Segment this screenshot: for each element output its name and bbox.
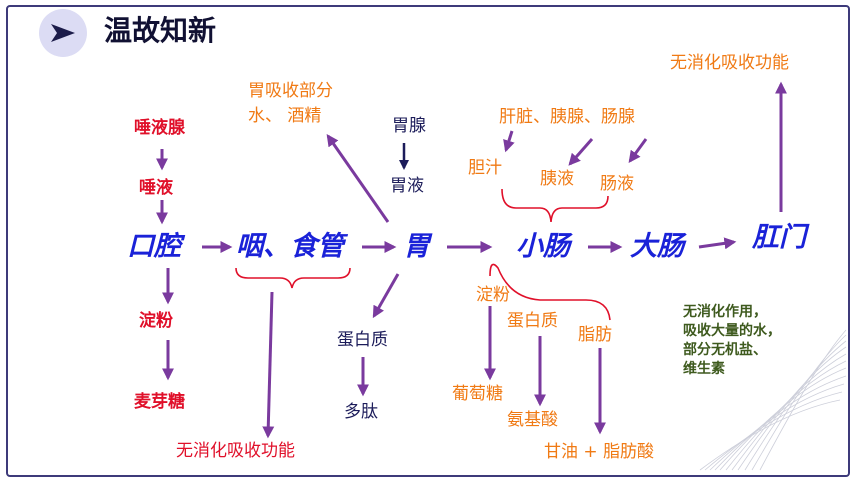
label-polypeptide: 多肽	[344, 402, 378, 422]
play-arrow-icon	[51, 24, 75, 42]
organ-pharynx-esophagus: 咽、食管	[236, 231, 344, 262]
large-intestine-note-line3: 部分无机盐、	[683, 341, 767, 358]
page-title: 温故知新	[104, 14, 217, 47]
large-intestine-note: 无消化作用， 吸收大量的水， 部分无机盐、 维生素	[683, 303, 781, 379]
organ-stomach: 胃	[403, 231, 430, 262]
label-glycerol-fatty-acid: 甘油 + 脂肪酸	[544, 444, 654, 461]
label-protein-stomach: 蛋白质	[337, 330, 388, 350]
label-gastric-gland: 胃腺	[392, 116, 426, 136]
label-salivary-gland: 唾液腺	[134, 118, 185, 138]
stomach-absorb-line1: 胃吸收部分	[248, 81, 333, 101]
arrow-stomach-to-protein	[372, 273, 400, 319]
slide-frame	[6, 5, 850, 477]
arrow-pancreas-to-juice	[568, 138, 594, 166]
large-intestine-note-line1: 无消化作用，	[683, 304, 767, 320]
label-plus: +	[583, 442, 598, 462]
label-intestinal-juice: 肠液	[600, 174, 634, 194]
label-pancreatic-juice: 胰液	[540, 169, 574, 189]
organ-mouth: 口腔	[127, 231, 181, 262]
label-fat: 脂肪	[578, 325, 612, 345]
label-starch-mouth: 淀粉	[139, 311, 173, 331]
large-intestine-note-line4: 维生素	[683, 360, 725, 377]
brace-digestive-juices	[501, 188, 609, 223]
label-fatty-acid: 脂肪酸	[603, 442, 655, 462]
label-bile: 胆汁	[468, 158, 502, 178]
label-amino-acid: 氨基酸	[507, 410, 558, 430]
arrow-large-intestine-to-anus	[698, 237, 737, 250]
label-saliva: 唾液	[139, 178, 173, 198]
label-liver-pancreas-glands: 肝脏、胰腺、肠腺	[499, 107, 635, 127]
anus-note: 无消化吸收功能	[670, 53, 789, 73]
label-maltose: 麦芽糖	[134, 392, 185, 412]
label-protein-small: 蛋白质	[507, 311, 558, 331]
pharynx-note: 无消化吸收功能	[176, 443, 295, 460]
stomach-absorb-line2: 水、 酒精	[248, 106, 322, 126]
pharynx-note-text: 无消化吸收功能	[176, 441, 295, 461]
label-glycerol: 甘油	[544, 442, 578, 462]
organ-small-intestine: 小肠	[516, 231, 570, 262]
label-gastric-juice: 胃液	[390, 176, 424, 196]
label-starch-small: 淀粉	[476, 285, 510, 305]
arrow-stomach-to-absorb	[326, 134, 390, 223]
brace-small-intestine-nutrients	[489, 263, 611, 321]
brace-pharynx	[235, 267, 351, 289]
organ-large-intestine: 大肠	[630, 231, 684, 262]
organ-anus: 肛门	[752, 222, 806, 253]
arrow-gland-to-intestinal-juice	[628, 138, 648, 163]
arrow-liver-to-bile	[503, 130, 515, 153]
large-intestine-note-line2: 吸收大量的水，	[683, 322, 781, 339]
label-glucose: 葡萄糖	[452, 384, 503, 404]
arrow-pharynx-to-note	[262, 291, 275, 439]
